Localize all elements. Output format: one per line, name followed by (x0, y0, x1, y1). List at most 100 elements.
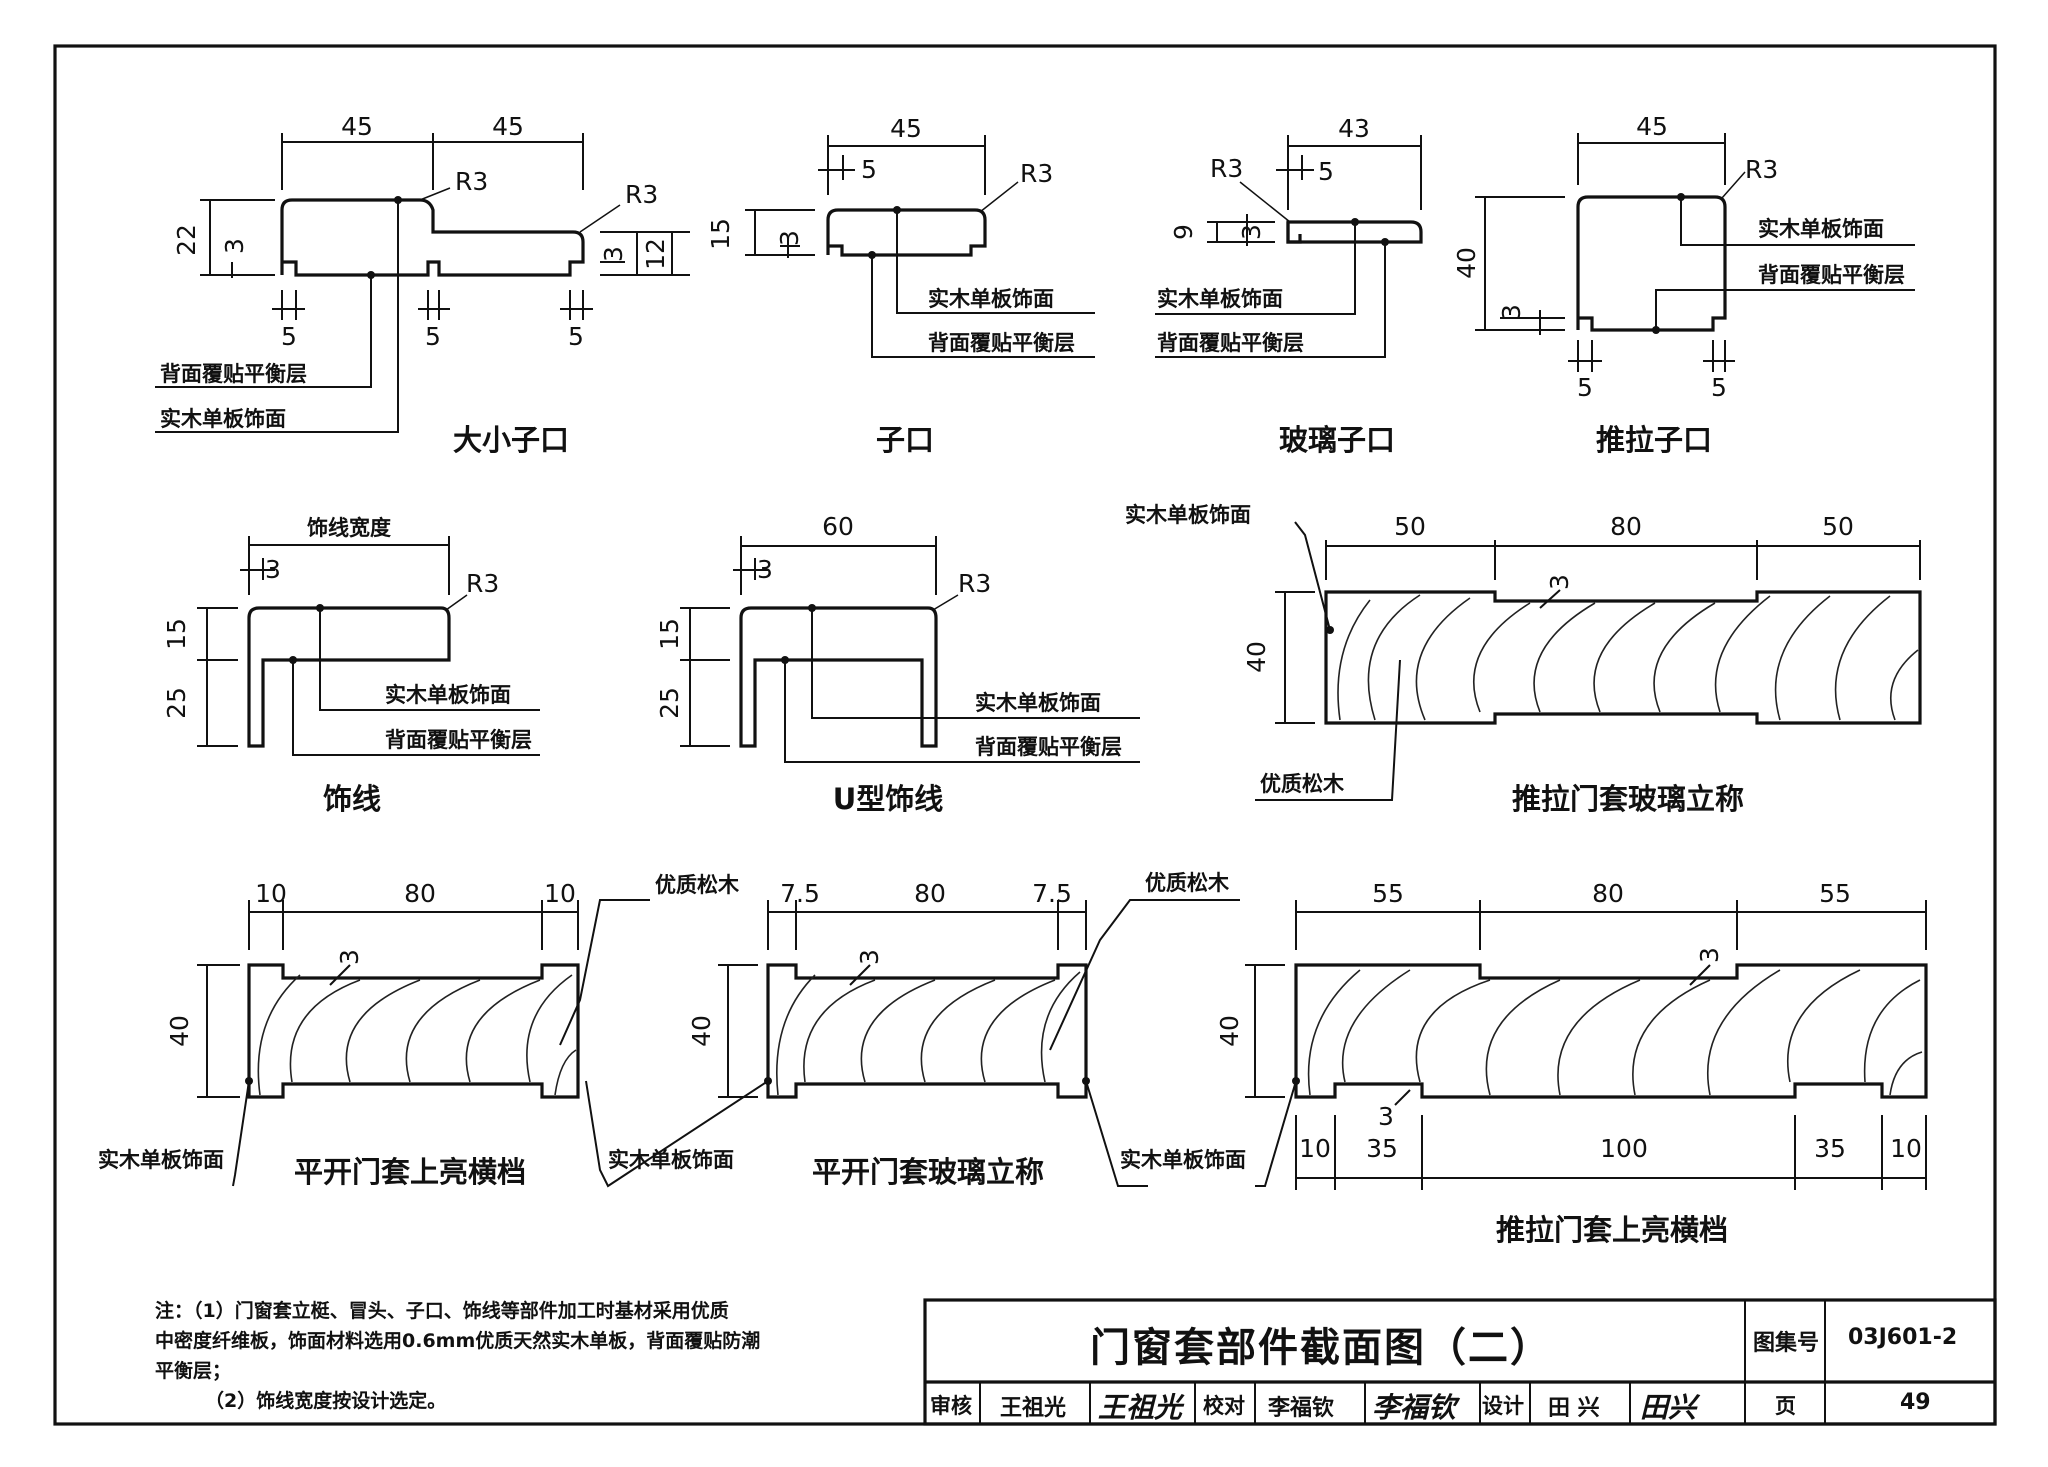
dim-groove-3: 3 (855, 949, 884, 965)
label-backing: 背面覆贴平衡层 (928, 331, 1075, 355)
dim-55-b: 55 (1819, 879, 1851, 908)
section-sliding-stop: 45 R3 40 3 5 5 实木单板饰面 背面覆贴平衡层 推拉子口 (1452, 112, 1915, 457)
note-line-2: 中密度纤维板，饰面材料选用0.6mm优质天然实木单板，背面覆贴防潮 (155, 1330, 761, 1352)
dim-r3: R3 (958, 569, 991, 598)
dim-50-a: 50 (1394, 512, 1426, 541)
dim-groove-3: 3 (1545, 574, 1574, 590)
wood-grain (1337, 594, 1919, 721)
label-veneer: 实木单板饰面 (160, 407, 286, 431)
label-veneer: 实木单板饰面 (1125, 503, 1251, 527)
dim-top: 60 (822, 512, 854, 541)
atlas-number: 03J601-2 (1848, 1325, 1958, 1350)
label-veneer: 实木单板饰面 (1758, 217, 1884, 241)
dim-75-a: 7.5 (780, 879, 820, 908)
checker-signature: 李福钦 (1372, 1391, 1457, 1424)
label-veneer: 实木单板饰面 (1157, 287, 1283, 311)
dim-b5-2: 5 (425, 322, 441, 351)
label-backing: 背面覆贴平衡层 (385, 728, 532, 752)
dim-top-2: 45 (492, 112, 524, 141)
section-sliding-transom: 55 80 55 3 3 40 10 35 100 35 10 实木单板饰面 推… (1120, 879, 1928, 1247)
dim-b35-b: 35 (1814, 1134, 1846, 1163)
design-label: 设计 (1482, 1394, 1524, 1418)
caption-sliding-stop: 推拉子口 (1596, 423, 1712, 457)
dim-h40: 40 (1242, 641, 1271, 673)
caption-sliding-transom: 推拉门套上亮横档 (1496, 1213, 1728, 1247)
dim-55-a: 55 (1372, 879, 1404, 908)
dim-b5-1: 5 (1577, 373, 1593, 402)
dim-r3: R3 (1210, 154, 1243, 183)
label-pine: 优质松木 (1260, 772, 1345, 796)
label-veneer: 实木单板饰面 (975, 691, 1101, 715)
title-block (923, 1298, 1997, 1426)
checker-name: 李福钦 (1268, 1396, 1335, 1421)
caption-casement-transom: 平开门套上亮横档 (294, 1155, 526, 1189)
dim-h12: 12 (641, 238, 670, 270)
page-label: 页 (1775, 1394, 1796, 1418)
dim-top-1: 45 (341, 112, 373, 141)
section-stop: 45 5 R3 15 3 实木单板饰面 背面覆贴平衡层 子口 (706, 114, 1095, 457)
label-backing: 背面覆贴平衡层 (1758, 263, 1905, 287)
label-veneer: 实木单板饰面 (608, 1148, 734, 1172)
dim-h25: 25 (655, 687, 684, 719)
section-trim-line: 饰线宽度 3 R3 15 25 实木单板饰面 背面覆贴平衡层 饰线 (162, 516, 540, 816)
caption-casement-glass-mullion: 平开门套玻璃立称 (812, 1155, 1044, 1189)
label-pine: 优质松木 (1145, 871, 1230, 895)
label-veneer: 实木单板饰面 (385, 683, 511, 707)
dim-h15: 15 (706, 218, 735, 250)
dim-top: 45 (1636, 112, 1668, 141)
dim-h3: 3 (1497, 304, 1526, 320)
dim-b35-a: 35 (1366, 1134, 1398, 1163)
dim-width: 饰线宽度 (307, 516, 391, 540)
dim-r3-b: R3 (625, 180, 658, 209)
dim-h3-b: 3 (599, 246, 628, 262)
page-number: 49 (1900, 1390, 1931, 1415)
wood-grain (1307, 969, 1923, 1096)
dim-b5-2: 5 (1711, 373, 1727, 402)
dim-top-3: 3 (265, 555, 281, 584)
dim-b5-1: 5 (281, 322, 297, 351)
caption-large-small-stop: 大小子口 (453, 423, 569, 457)
note-line-1: 注：（1）门窗套立梃、冒头、子口、饰线等部件加工时基材采用优质 (155, 1300, 729, 1322)
label-veneer: 实木单板饰面 (1120, 1148, 1246, 1172)
label-backing: 背面覆贴平衡层 (1157, 331, 1304, 355)
dim-h22: 22 (172, 224, 201, 256)
dim-h3: 3 (775, 230, 804, 246)
designer-signature: 田兴 (1640, 1391, 1697, 1424)
dim-r3-a: R3 (455, 167, 488, 196)
dim-r3: R3 (466, 569, 499, 598)
dim-h40: 40 (1452, 247, 1481, 279)
dim-80: 80 (404, 879, 436, 908)
caption-glass-stop: 玻璃子口 (1279, 423, 1395, 457)
dim-h40: 40 (1215, 1015, 1244, 1047)
designer-name: 田 兴 (1548, 1396, 1600, 1421)
dim-h9: 9 (1169, 224, 1198, 240)
caption-trim-line: 饰线 (323, 782, 381, 816)
dim-50-b: 50 (1822, 512, 1854, 541)
label-pine: 优质松木 (655, 873, 740, 897)
caption-stop: 子口 (876, 423, 934, 457)
dim-top-3: 3 (757, 555, 773, 584)
section-casement-transom: 10 80 10 3 40 实木单板饰面 优质松木 平开门套上亮横档 (98, 873, 740, 1189)
dim-b5-3: 5 (568, 322, 584, 351)
section-large-small-stop: 45 45 R3 R3 22 3 3 12 5 5 5 背面覆贴平衡层 实木单板… (155, 112, 690, 457)
dim-80: 80 (1592, 879, 1624, 908)
dim-h15: 15 (162, 618, 191, 650)
dim-h3: 3 (1237, 224, 1266, 240)
caption-u-trim-line: U型饰线 (833, 782, 944, 816)
dim-b10-b: 10 (1890, 1134, 1922, 1163)
dim-top-5: 5 (861, 155, 877, 184)
dim-h40: 40 (687, 1015, 716, 1047)
label-backing: 背面覆贴平衡层 (160, 362, 307, 386)
dim-h15: 15 (655, 618, 684, 650)
dim-h3: 3 (220, 238, 249, 254)
reviewer-name: 王祖光 (1000, 1396, 1067, 1421)
dim-groove-3-b: 3 (1378, 1102, 1394, 1131)
note-line-4: （2）饰线宽度按设计选定。 (205, 1390, 447, 1412)
note-line-3: 平衡层； (155, 1360, 232, 1382)
label-backing: 背面覆贴平衡层 (975, 735, 1122, 759)
section-sliding-glass-mullion: 50 80 50 3 40 实木单板饰面 优质松木 推拉门套玻璃立称 (1125, 503, 1922, 816)
atlas-label: 图集号 (1753, 1331, 1820, 1356)
notes: 注：（1）门窗套立梃、冒头、子口、饰线等部件加工时基材采用优质 中密度纤维板，饰… (155, 1296, 905, 1416)
dim-h40: 40 (165, 1015, 194, 1047)
label-veneer: 实木单板饰面 (928, 287, 1054, 311)
